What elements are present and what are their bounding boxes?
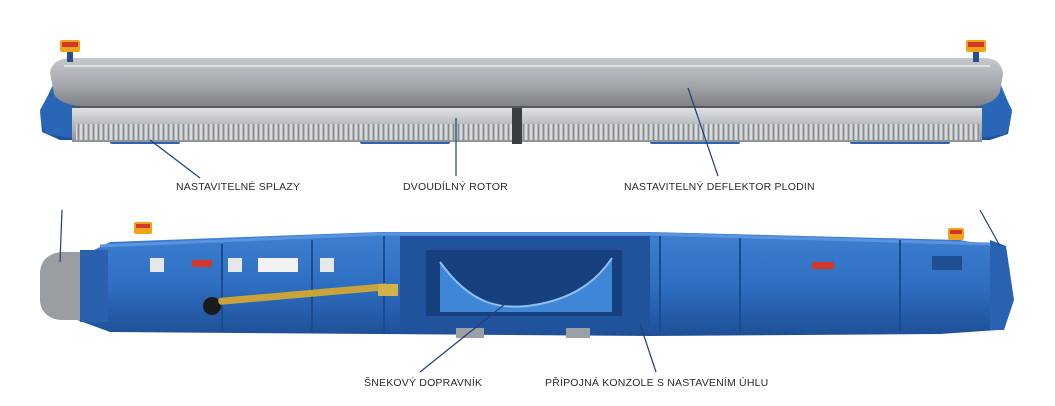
gearbox-bracket <box>80 250 108 322</box>
bottom-skid-1 <box>456 328 484 338</box>
label-auger-conveyor: ŠNEKOVÝ DOPRAVNÍK <box>364 377 483 389</box>
rotor-divider <box>512 104 522 144</box>
bottom-right-warning-light <box>948 228 964 240</box>
info-decal-2 <box>228 258 242 272</box>
leader-right-end <box>979 209 1001 247</box>
auger-flight <box>440 258 612 312</box>
bottom-skid-2 <box>566 328 590 338</box>
warning-decal-red-left <box>192 260 212 267</box>
pto-shaft <box>218 283 388 305</box>
leader-konzole <box>639 323 657 373</box>
label-crop-deflector: NASTAVITELNÝ DEFLEKTOR PLODIN <box>624 181 815 193</box>
rotor-tines-right <box>522 124 980 140</box>
bottom-right-bracket <box>932 256 962 270</box>
bottom-leader-lines <box>59 209 1001 373</box>
warning-decal-red-right <box>812 262 834 269</box>
bottom-top-rail <box>99 232 991 248</box>
info-decal-4 <box>320 258 334 272</box>
leader-left-gearbox <box>59 209 63 263</box>
crop-deflector <box>50 58 1003 106</box>
leader-deflektor <box>687 87 719 177</box>
label-hitch-console: PŘÍPOJNÁ KONZOLE S NASTAVENÍM ÚHLU <box>545 377 769 389</box>
pto-shaft-end <box>203 297 221 315</box>
pto-shaft-collar <box>378 284 398 296</box>
bottom-machine <box>40 222 1014 338</box>
label-two-part-rotor: DVOUDÍLNÝ ROTOR <box>403 181 508 193</box>
label-adjustable-skids: NASTAVITELNÉ SPLAZY <box>176 181 301 193</box>
top-right-warning-light <box>966 40 986 62</box>
auger-flight-edge <box>439 257 613 308</box>
info-decal-1 <box>150 258 164 272</box>
top-left-warning-light <box>60 40 80 62</box>
leader-dopravnik <box>419 299 511 373</box>
bottom-left-warning-light <box>134 222 152 234</box>
rotor-tines-left <box>76 124 512 140</box>
info-decal-3 <box>258 258 298 272</box>
bottom-right-end-cap <box>990 240 1014 330</box>
gearbox-housing <box>40 252 82 320</box>
top-machine <box>40 40 1012 144</box>
leader-splazy <box>149 139 201 179</box>
top-leader-lines <box>149 87 719 179</box>
